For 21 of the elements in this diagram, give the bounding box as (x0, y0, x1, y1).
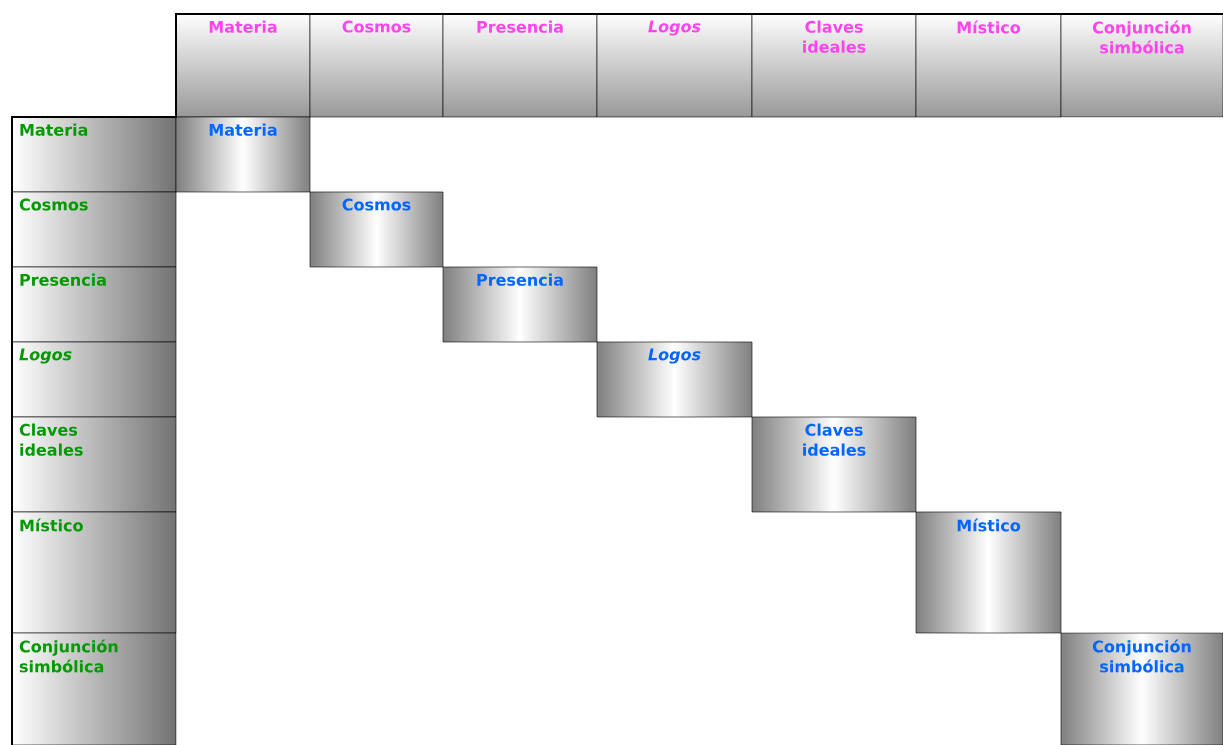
row-header: Cosmos (11, 191, 177, 268)
diagonal-cell: Claves ideales (751, 416, 917, 513)
row-header: Conjunción simbólica (11, 632, 177, 745)
column-header: Logos (596, 13, 753, 118)
diagonal-cell: Presencia (442, 266, 598, 343)
column-header: Claves ideales (751, 13, 917, 118)
row-header: Claves ideales (11, 416, 177, 513)
diagonal-cell: Logos (596, 341, 753, 418)
row-header: Logos (11, 341, 177, 418)
row-header: Presencia (11, 266, 177, 343)
column-header: Presencia (442, 13, 598, 118)
row-header: Místico (11, 511, 177, 634)
column-header: Materia (175, 13, 311, 118)
column-header: Conjunción simbólica (1060, 13, 1223, 118)
row-header: Materia (11, 116, 177, 193)
diagonal-cell: Conjunción simbólica (1060, 632, 1223, 745)
diagonal-cell: Materia (175, 116, 311, 193)
diagonal-cell: Cosmos (309, 191, 444, 268)
column-header: Místico (915, 13, 1062, 118)
diagonal-cell: Místico (915, 511, 1062, 634)
column-header: Cosmos (309, 13, 444, 118)
